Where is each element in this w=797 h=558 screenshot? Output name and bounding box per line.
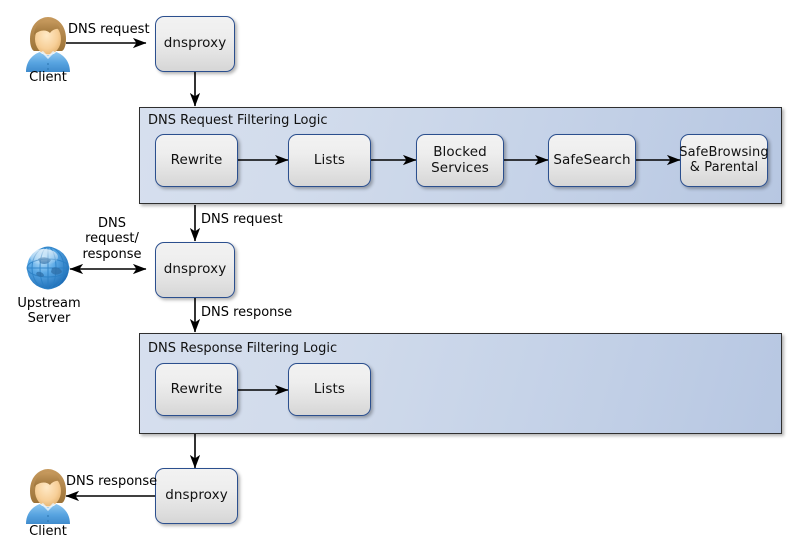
label-dns-request-top: DNS request <box>68 22 150 37</box>
client-bottom-label: Client <box>29 524 67 539</box>
dnsproxy-top[interactable]: dnsproxy <box>155 16 235 72</box>
stage-request-blocked-services-label: Blocked Services <box>431 143 489 176</box>
panel-response-title: DNS Response Filtering Logic <box>148 341 338 356</box>
stage-request-safesearch-label: SafeSearch <box>553 151 631 168</box>
panel-request-title: DNS Request Filtering Logic <box>148 113 328 128</box>
stage-request-safesearch[interactable]: SafeSearch <box>548 134 636 187</box>
stage-request-lists-label: Lists <box>313 151 346 168</box>
stage-request-blocked-services[interactable]: Blocked Services <box>416 134 504 187</box>
label-dns-response-middle: DNS response <box>201 305 293 320</box>
globe-icon <box>22 242 74 294</box>
upstream-server-label: Upstream Server <box>17 296 81 327</box>
dnsproxy-top-label: dnsproxy <box>163 35 227 52</box>
stage-request-safebrowsing-parental-label: SafeBrowsing & Parental <box>679 144 769 175</box>
dnsproxy-middle[interactable]: dnsproxy <box>155 242 235 298</box>
dnsproxy-middle-label: dnsproxy <box>163 261 227 278</box>
client-top-label: Client <box>29 70 67 85</box>
panel-dns-response-filtering <box>139 333 782 434</box>
stage-response-rewrite[interactable]: Rewrite <box>155 363 238 416</box>
stage-response-rewrite-label: Rewrite <box>170 380 223 397</box>
label-dns-request-response: DNS request/ response <box>82 216 142 262</box>
stage-response-lists[interactable]: Lists <box>288 363 371 416</box>
stage-request-lists[interactable]: Lists <box>288 134 371 187</box>
user-icon <box>20 466 76 524</box>
user-icon <box>20 14 76 72</box>
stage-request-safebrowsing-parental[interactable]: SafeBrowsing & Parental <box>679 134 769 187</box>
dnsproxy-bottom-label: dnsproxy <box>165 487 228 504</box>
stage-response-lists-label: Lists <box>313 380 346 397</box>
label-dns-request-middle: DNS request <box>201 212 283 227</box>
label-dns-response-bottom: DNS response <box>66 474 158 489</box>
stage-request-rewrite-label: Rewrite <box>170 151 223 168</box>
dnsproxy-bottom[interactable]: dnsproxy <box>155 468 238 524</box>
stage-request-rewrite[interactable]: Rewrite <box>155 134 238 187</box>
